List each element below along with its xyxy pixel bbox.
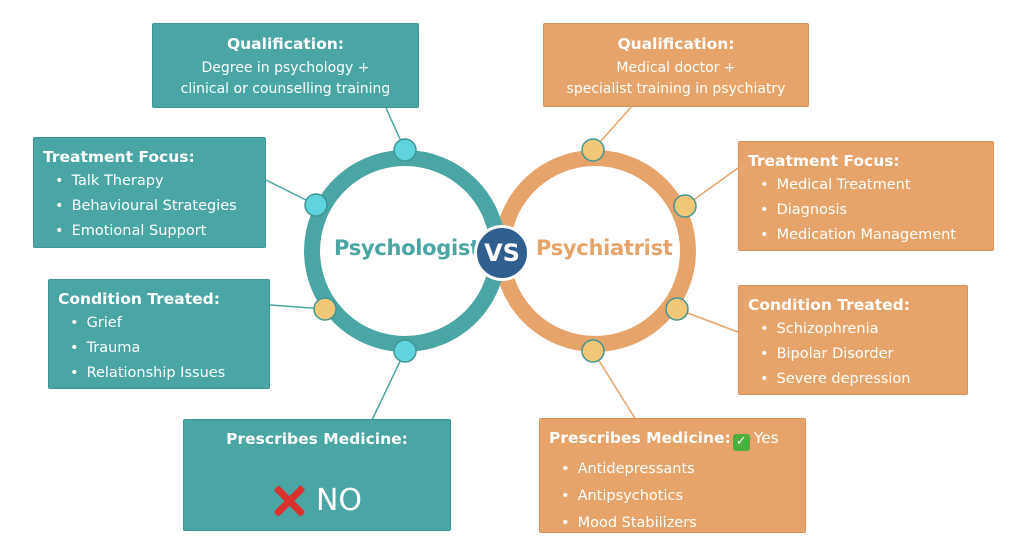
list-item: Diagnosis — [748, 198, 993, 223]
box-text: Degree in psychology + — [201, 60, 370, 76]
box-title: Prescribes Medicine:✓Yes — [549, 428, 805, 451]
list-item: Severe depression — [748, 367, 967, 392]
box-text: specialist training in psychiatry — [566, 81, 786, 97]
box-list: Schizophrenia Bipolar Disorder Severe de… — [748, 317, 967, 392]
node-dot — [665, 297, 689, 321]
box-title: Prescribes Medicine: — [226, 430, 408, 448]
node-dot — [393, 138, 417, 162]
box-title: Treatment Focus: — [43, 148, 195, 166]
list-item: Medication Management — [748, 223, 993, 248]
connector-line — [371, 350, 406, 421]
list-item: Behavioural Strategies — [43, 194, 265, 219]
box-title-text: Prescribes Medicine: — [549, 429, 731, 447]
box-title: Condition Treated: — [748, 296, 910, 314]
vs-badge: VS — [474, 225, 530, 281]
box-list: Medical Treatment Diagnosis Medication M… — [748, 173, 993, 248]
list-item: Bipolar Disorder — [748, 342, 967, 367]
psychologist-label: Psychologist — [334, 236, 480, 260]
red-x-icon — [272, 484, 306, 518]
psychiatrist-condition-treated-box: Condition Treated: Schizophrenia Bipolar… — [738, 285, 968, 395]
list-item: Trauma — [58, 336, 269, 361]
connector-line — [592, 350, 637, 421]
green-check-icon: ✓ — [732, 433, 750, 451]
node-dot — [673, 194, 697, 218]
box-list: Talk Therapy Behavioural Strategies Emot… — [43, 169, 265, 244]
node-dot — [313, 297, 337, 321]
list-item: Talk Therapy — [43, 169, 265, 194]
node-dot — [581, 138, 605, 162]
node-dot — [581, 339, 605, 363]
psychiatrist-prescribes-box: Prescribes Medicine:✓Yes Antidepressants… — [539, 418, 806, 533]
list-item: Antidepressants — [549, 456, 805, 483]
box-title: Qualification: — [617, 35, 735, 53]
node-dot — [304, 193, 328, 217]
psychologist-qualification-box: Qualification: Degree in psychology + cl… — [152, 23, 419, 108]
answer-row: NO — [184, 483, 450, 518]
answer-text: NO — [315, 483, 363, 518]
psychiatrist-qualification-box: Qualification: Medical doctor + speciali… — [543, 23, 809, 107]
box-text: clinical or counselling training — [180, 81, 391, 97]
list-item: Emotional Support — [43, 219, 265, 244]
psychologist-treatment-focus-box: Treatment Focus: Talk Therapy Behavioura… — [33, 137, 266, 248]
box-title: Qualification: — [226, 35, 345, 53]
box-title: Condition Treated: — [58, 290, 220, 308]
box-list: Antidepressants Antipsychotics Mood Stab… — [549, 456, 805, 537]
list-item: Mood Stabilizers — [549, 510, 805, 537]
psychiatrist-treatment-focus-box: Treatment Focus: Medical Treatment Diagn… — [738, 141, 994, 251]
list-item: Medical Treatment — [748, 173, 993, 198]
node-dot — [393, 339, 417, 363]
list-item: Relationship Issues — [58, 361, 269, 386]
list-item: Grief — [58, 311, 269, 336]
list-item: Antipsychotics — [549, 483, 805, 510]
list-item: Schizophrenia — [748, 317, 967, 342]
box-title: Treatment Focus: — [748, 152, 900, 170]
psychologist-condition-treated-box: Condition Treated: Grief Trauma Relation… — [48, 279, 270, 389]
box-list: Grief Trauma Relationship Issues — [58, 311, 269, 386]
answer-text: Yes — [753, 429, 779, 447]
psychiatrist-label: Psychiatrist — [536, 236, 673, 260]
box-text: Medical doctor + — [616, 60, 736, 76]
psychologist-prescribes-box: Prescribes Medicine: NO — [183, 419, 451, 531]
